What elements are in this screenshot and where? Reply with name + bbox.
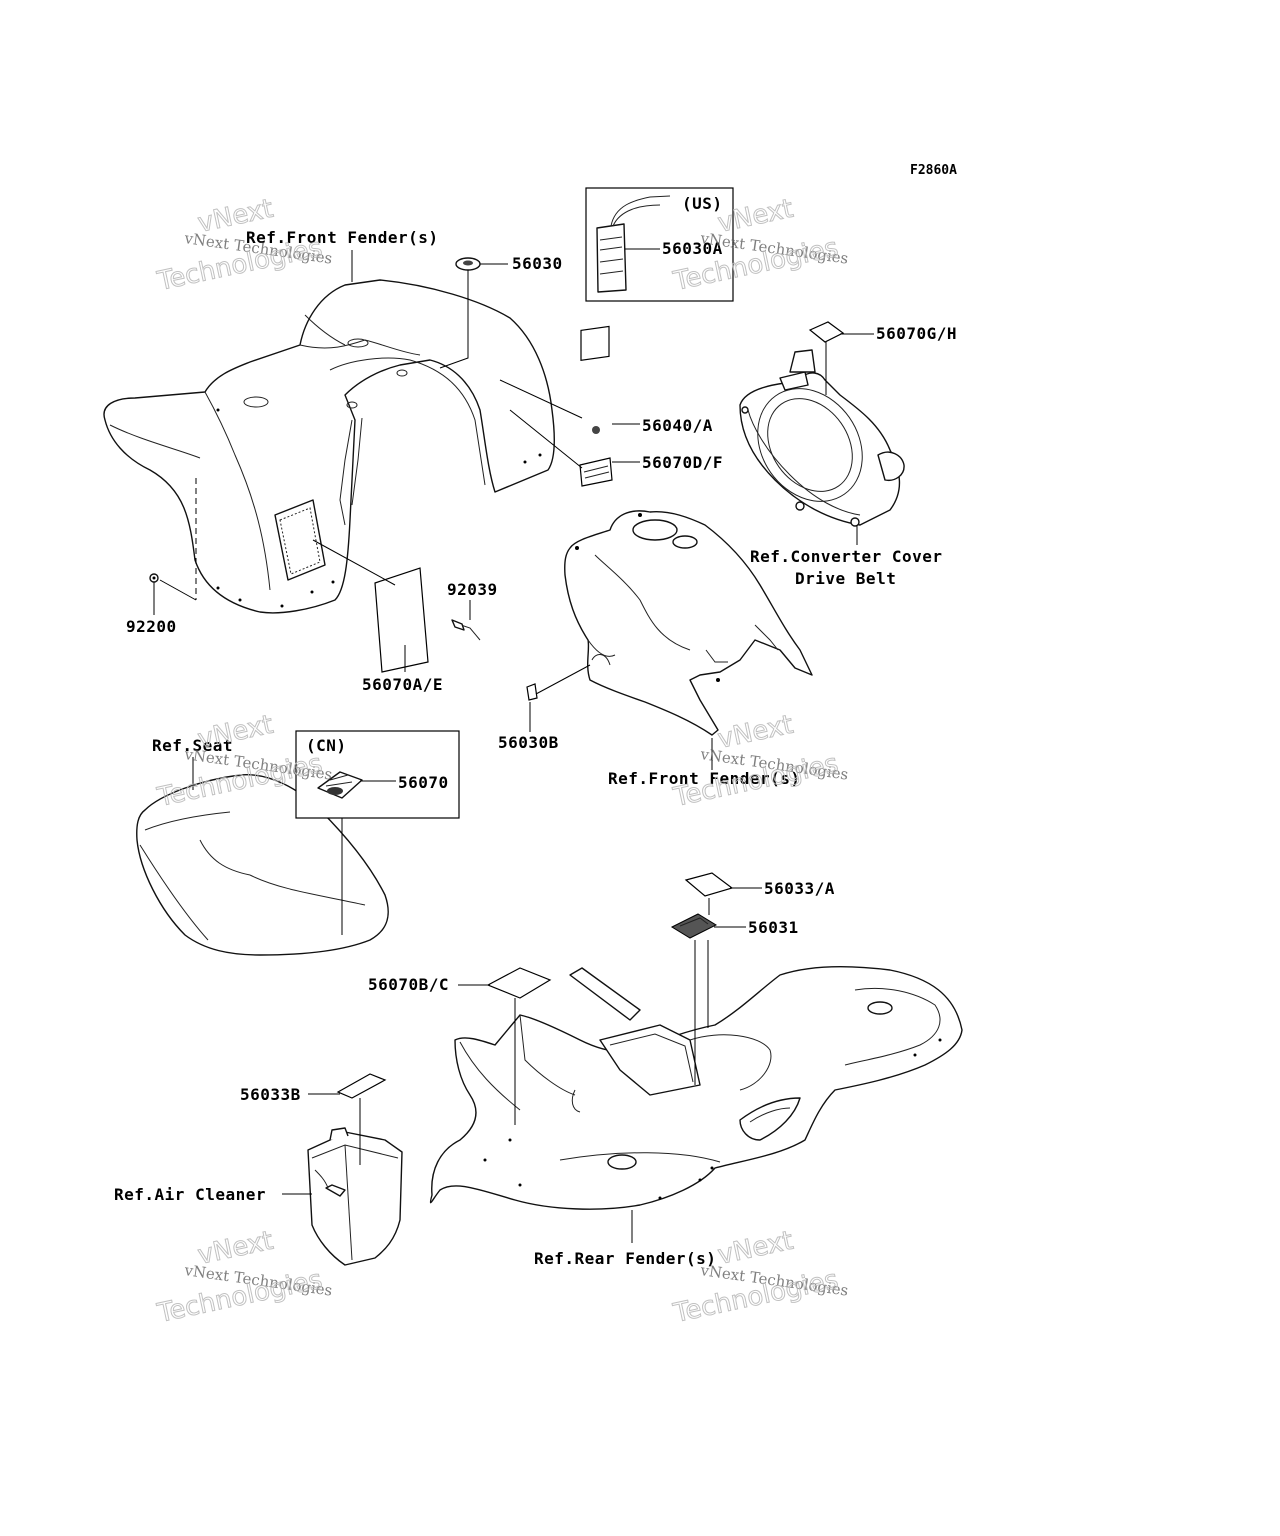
seat-drawing xyxy=(136,774,389,956)
watermark-top-right: vNext vNext Technologies Technologies xyxy=(670,193,850,297)
label-56031: 56031 xyxy=(748,918,799,937)
label-56030: 56030 xyxy=(512,254,563,273)
label-56040A: 56040/A xyxy=(642,416,713,435)
label-56030B: 56030B xyxy=(498,733,559,752)
air-cleaner-drawing xyxy=(307,1127,403,1266)
rear-fender-drawing xyxy=(429,966,963,1210)
label-56070GH: 56070G/H xyxy=(876,324,957,343)
label-56033B: 56033B xyxy=(240,1085,301,1104)
label-ref-front-fender-top: Ref.Front Fender(s) xyxy=(246,228,439,247)
watermark-bottom-right: vNext vNext Technologies Technologies xyxy=(670,1225,850,1329)
label-ref-front-fender-mid: Ref.Front Fender(s) xyxy=(608,769,801,788)
label-us: (US) xyxy=(682,194,723,213)
label-56030A: 56030A xyxy=(662,239,723,258)
figure-code: F2860A xyxy=(910,163,957,178)
label-56070AE: 56070A/E xyxy=(362,675,443,694)
label-ref-converter-cover: Ref.Converter Cover xyxy=(750,547,943,566)
label-ref-seat: Ref.Seat xyxy=(152,736,233,755)
front-fender-drawing xyxy=(103,279,556,614)
label-56070DF: 56070D/F xyxy=(642,453,723,472)
label-92200: 92200 xyxy=(126,617,177,636)
label-56033A: 56033/A xyxy=(764,879,835,898)
watermark-bottom-left: vNext vNext Technologies Technologies xyxy=(154,1225,334,1329)
label-92039: 92039 xyxy=(447,580,498,599)
watermark-top-left: vNext vNext Technologies Technologies xyxy=(154,193,334,297)
label-cn: (CN) xyxy=(306,736,347,755)
label-56070BC: 56070B/C xyxy=(368,975,449,994)
inner-front-fender-drawing xyxy=(564,510,813,736)
label-ref-air-cleaner: Ref.Air Cleaner xyxy=(114,1185,266,1204)
cn-detail-box xyxy=(295,730,460,819)
label-56070: 56070 xyxy=(398,773,449,792)
label-ref-rear-fender: Ref.Rear Fender(s) xyxy=(534,1249,716,1268)
converter-cover-drawing xyxy=(739,349,905,527)
label-drive-belt: Drive Belt xyxy=(795,569,896,588)
